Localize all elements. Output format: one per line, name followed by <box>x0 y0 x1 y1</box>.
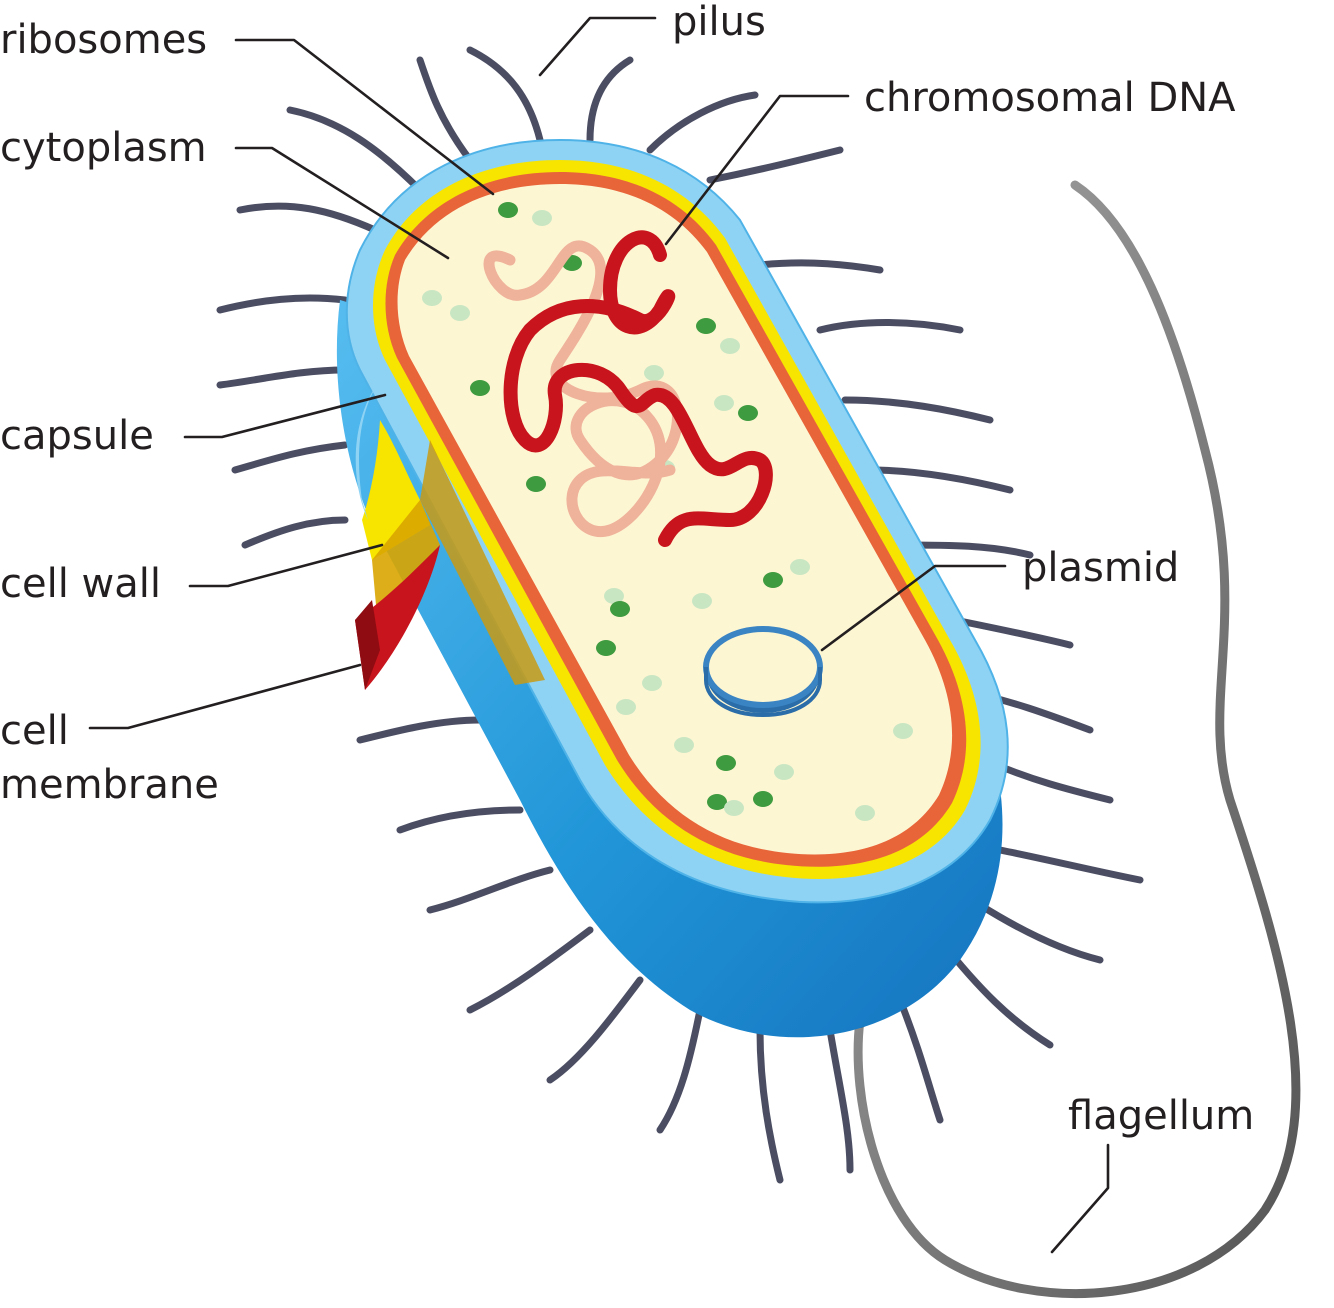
cell-membrane-leader <box>88 663 362 730</box>
ribosome-4 <box>422 290 442 306</box>
flagellum-leader <box>1050 1143 1110 1254</box>
ribosome-14 <box>763 572 783 588</box>
ribosome-5 <box>450 305 470 321</box>
leader-lines <box>88 16 1110 1254</box>
ribosome-20 <box>616 699 636 715</box>
ribosomes-label: ribosomes <box>0 17 208 63</box>
pilus-1 <box>466 46 544 144</box>
pilus-24 <box>466 926 594 1014</box>
plasmid-label: plasmid <box>1022 545 1180 591</box>
pilus-6 <box>646 91 759 154</box>
pilus-19 <box>896 996 944 1124</box>
pilus-29 <box>231 441 349 474</box>
ribosome-13 <box>526 476 546 492</box>
cytoplasm-leader <box>234 146 450 260</box>
ribosome-1 <box>498 202 518 218</box>
ribosome-22 <box>674 737 694 753</box>
ribosome-8 <box>720 338 740 354</box>
pilus-4 <box>286 106 424 194</box>
ribosomes-leader <box>234 38 495 196</box>
pilus-leader <box>538 16 657 77</box>
plasmid <box>703 626 823 718</box>
cell-wall-leader <box>188 543 384 588</box>
capsule-label: capsule <box>0 413 154 459</box>
pili <box>216 46 1144 1184</box>
pilus-3 <box>416 56 474 164</box>
pilus-22 <box>656 1006 704 1134</box>
pilus-9 <box>816 319 964 334</box>
ribosome-26 <box>753 791 773 807</box>
pilus-23 <box>546 976 644 1084</box>
ribosome-18 <box>596 640 616 656</box>
cell-wall-label: cell wall <box>0 561 161 607</box>
plasmid-leader <box>820 564 1007 652</box>
ribosome-24 <box>774 764 794 780</box>
pilus-label: pilus <box>672 0 766 45</box>
pilus-5 <box>236 202 379 234</box>
pilus-28 <box>241 516 349 549</box>
ribosome-28 <box>855 805 875 821</box>
flagellum-label: flagellum <box>1068 1093 1255 1139</box>
ribosome-10 <box>738 405 758 421</box>
ribosome-16 <box>604 588 624 604</box>
pilus-7 <box>706 146 844 184</box>
pilus-2 <box>586 56 634 144</box>
ribosome-7 <box>696 318 716 334</box>
cytoplasm-label: cytoplasm <box>0 125 207 171</box>
ribosomes <box>422 202 913 821</box>
pilus-20 <box>826 1026 854 1174</box>
pilus-11 <box>866 466 1014 494</box>
ribosome-23 <box>716 755 736 771</box>
ribosome-25 <box>707 794 727 810</box>
pilus-8 <box>756 259 884 274</box>
ribosome-21 <box>642 675 662 691</box>
ribosome-9 <box>644 365 664 381</box>
ribosome-17 <box>610 601 630 617</box>
pilus-30 <box>216 366 349 389</box>
pilus-27 <box>356 716 484 744</box>
ribosome-15 <box>790 559 810 575</box>
pilus-25 <box>426 866 554 914</box>
pilus-26 <box>396 806 524 834</box>
ribosome-6 <box>470 380 490 396</box>
ribosome-11 <box>714 395 734 411</box>
ribosome-2 <box>532 210 552 226</box>
ribosome-29 <box>893 723 913 739</box>
pilus-10 <box>841 396 994 424</box>
pilus-21 <box>756 1026 784 1184</box>
pilus-31 <box>216 294 349 314</box>
capsule-leader <box>183 393 387 439</box>
dna-leader <box>664 94 850 246</box>
cell-membrane-label: cell membrane <box>0 704 219 812</box>
pilus-16 <box>996 846 1144 884</box>
pilus-17 <box>976 901 1104 964</box>
cell-membrane-label-line2: membrane <box>0 762 219 808</box>
cell-membrane-label-line1: cell <box>0 708 69 754</box>
chromosomal-dna-label: chromosomal DNA <box>864 75 1236 121</box>
chromosomal-dna <box>483 230 773 547</box>
ribosome-27 <box>724 800 744 816</box>
ribosome-19 <box>692 593 712 609</box>
cell-body <box>336 138 1009 1038</box>
